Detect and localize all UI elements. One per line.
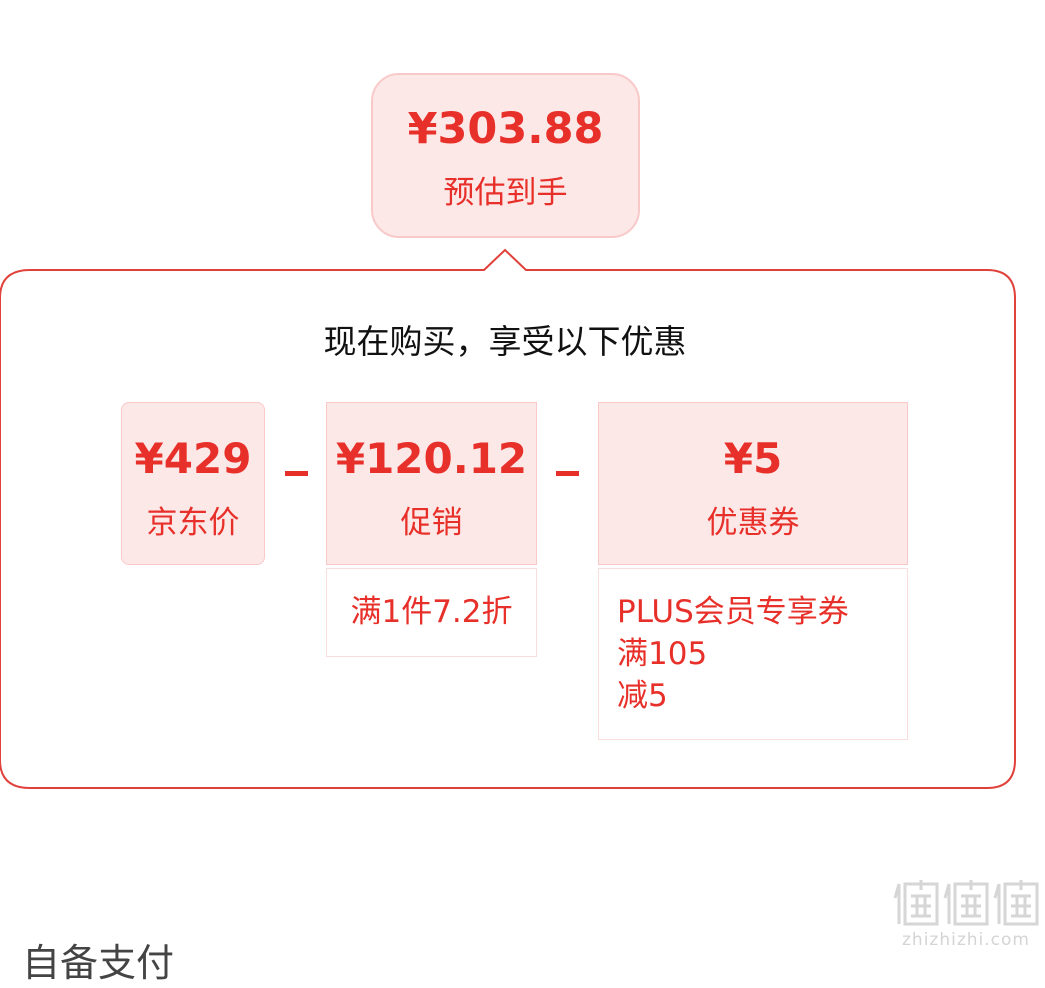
promotion-detail: 满1件7.2折: [326, 568, 537, 657]
estimated-price-caption: 预估到手: [443, 175, 568, 211]
coupon-detail-line: 满105: [617, 636, 708, 672]
promotion-label: 促销: [400, 505, 463, 541]
jd-price-amount: ¥429: [134, 434, 252, 483]
bottom-section-title: 自备支付: [22, 941, 175, 985]
discount-headline: 现在购买，享受以下优惠: [323, 322, 687, 361]
coupon-label: 优惠券: [706, 505, 800, 541]
coupon-box: ¥5 优惠券: [598, 402, 908, 565]
coupon-detail: PLUS会员专享券 满105 减5: [598, 568, 908, 740]
promotion-amount: ¥120.12: [335, 434, 528, 483]
promotion-box: ¥120.12 促销: [326, 402, 537, 565]
watermark-glyph-icon: [893, 880, 1039, 926]
watermark-text: zhizhizhi.com: [902, 930, 1030, 950]
minus-operator: [556, 471, 579, 476]
watermark-logo: zhizhizhi.com: [893, 876, 1039, 952]
coupon-detail-line: 减5: [617, 678, 668, 714]
minus-operator: [285, 471, 308, 476]
estimated-price: ¥303.88: [407, 104, 604, 154]
coupon-detail-line: PLUS会员专享券: [617, 594, 849, 630]
jd-price-box: ¥429 京东价: [121, 402, 265, 565]
estimated-price-card: ¥303.88 预估到手: [371, 73, 640, 238]
jd-price-label: 京东价: [146, 505, 240, 541]
coupon-amount: ¥5: [723, 434, 783, 483]
